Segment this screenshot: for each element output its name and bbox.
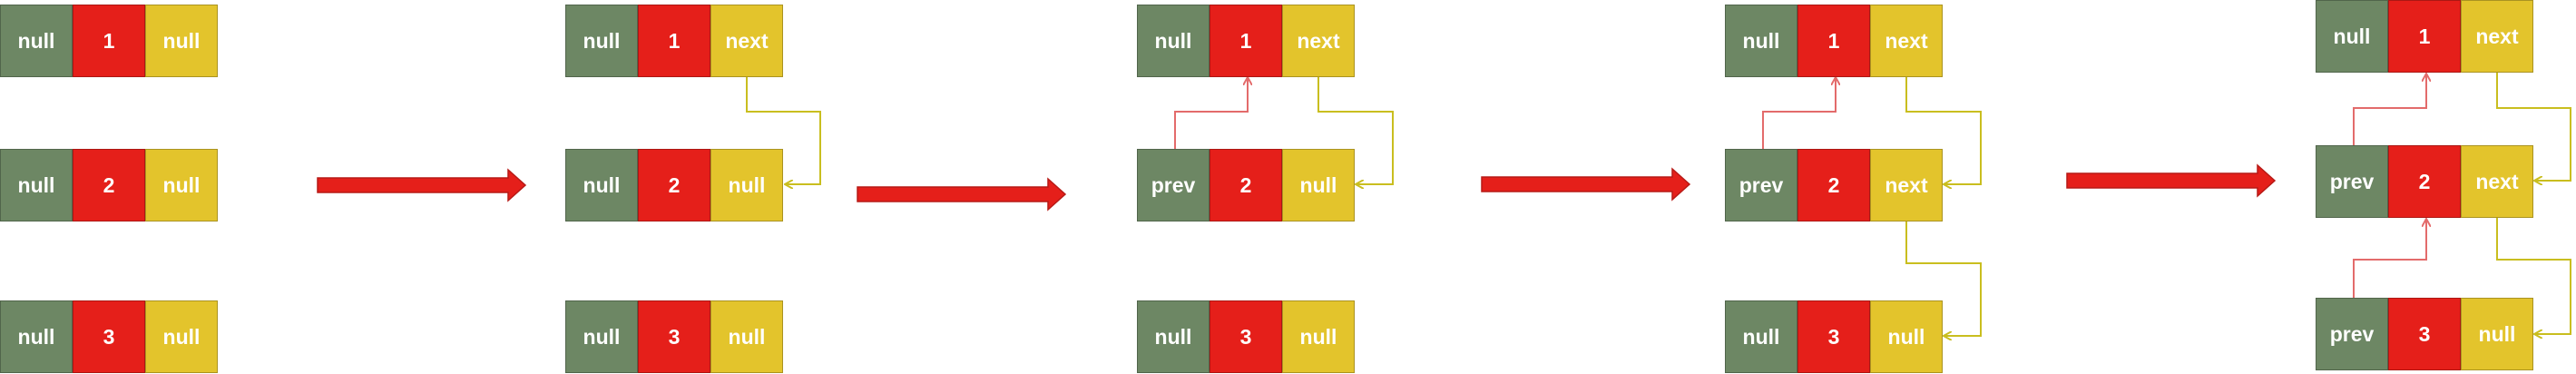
transition-arrow-4 (2066, 163, 2277, 198)
next-field: next (1282, 5, 1355, 77)
prev-field: prev (2316, 298, 2388, 370)
prev-field: null (565, 149, 638, 221)
prev-pointer-s3-node2-to-node1 (1174, 78, 1248, 149)
prev-pointer-s5-node2-to-node1 (2353, 74, 2426, 145)
value-field: 3 (1797, 300, 1870, 373)
prev-field: null (1725, 5, 1797, 77)
prev-pointer-s5-node3-to-node2 (2353, 220, 2426, 298)
value-field: 3 (73, 300, 145, 373)
next-field: next (710, 5, 783, 77)
prev-field: null (1137, 5, 1210, 77)
next-pointer-s4-node2-to-node3 (1905, 221, 1982, 336)
value-field: 2 (1210, 149, 1282, 221)
prev-field: prev (2316, 145, 2388, 218)
prev-field: null (1137, 300, 1210, 373)
prev-field: null (0, 149, 73, 221)
next-field: null (2461, 298, 2533, 370)
prev-pointer-s4-node2-to-node1 (1762, 78, 1836, 149)
value-field: 3 (638, 300, 710, 373)
prev-field: null (565, 300, 638, 373)
prev-field: null (0, 300, 73, 373)
next-field: null (1870, 300, 1943, 373)
next-pointer-s2-node1-to-node2 (746, 76, 821, 184)
value-field: 2 (638, 149, 710, 221)
prev-field: prev (1725, 149, 1797, 221)
value-field: 1 (73, 5, 145, 77)
value-field: 2 (2388, 145, 2461, 218)
prev-field: null (1725, 300, 1797, 373)
transition-arrow-2 (857, 177, 1067, 212)
next-field: null (710, 300, 783, 373)
value-field: 3 (1210, 300, 1282, 373)
next-field: next (2461, 145, 2533, 218)
prev-field: null (0, 5, 73, 77)
value-field: 1 (1797, 5, 1870, 77)
value-field: 2 (73, 149, 145, 221)
value-field: 3 (2388, 298, 2461, 370)
next-field: null (1282, 300, 1355, 373)
next-field: next (1870, 5, 1943, 77)
next-field: null (145, 300, 218, 373)
prev-field: null (2316, 0, 2388, 73)
next-field: null (1282, 149, 1355, 221)
transition-arrow-3 (1481, 167, 1691, 202)
next-pointer-s3-node1-to-node2 (1317, 76, 1394, 184)
value-field: 2 (1797, 149, 1870, 221)
next-field: null (145, 5, 218, 77)
value-field: 1 (2388, 0, 2461, 73)
next-field: null (145, 149, 218, 221)
next-pointer-s5-node1-to-node2 (2496, 73, 2571, 181)
next-pointer-s5-node2-to-node3 (2496, 218, 2571, 334)
transition-arrow-1 (317, 168, 527, 202)
next-pointer-s4-node1-to-node2 (1905, 76, 1982, 184)
next-field: null (710, 149, 783, 221)
next-field: next (2461, 0, 2533, 73)
value-field: 1 (638, 5, 710, 77)
prev-field: prev (1137, 149, 1210, 221)
prev-field: null (565, 5, 638, 77)
next-field: next (1870, 149, 1943, 221)
value-field: 1 (1210, 5, 1282, 77)
